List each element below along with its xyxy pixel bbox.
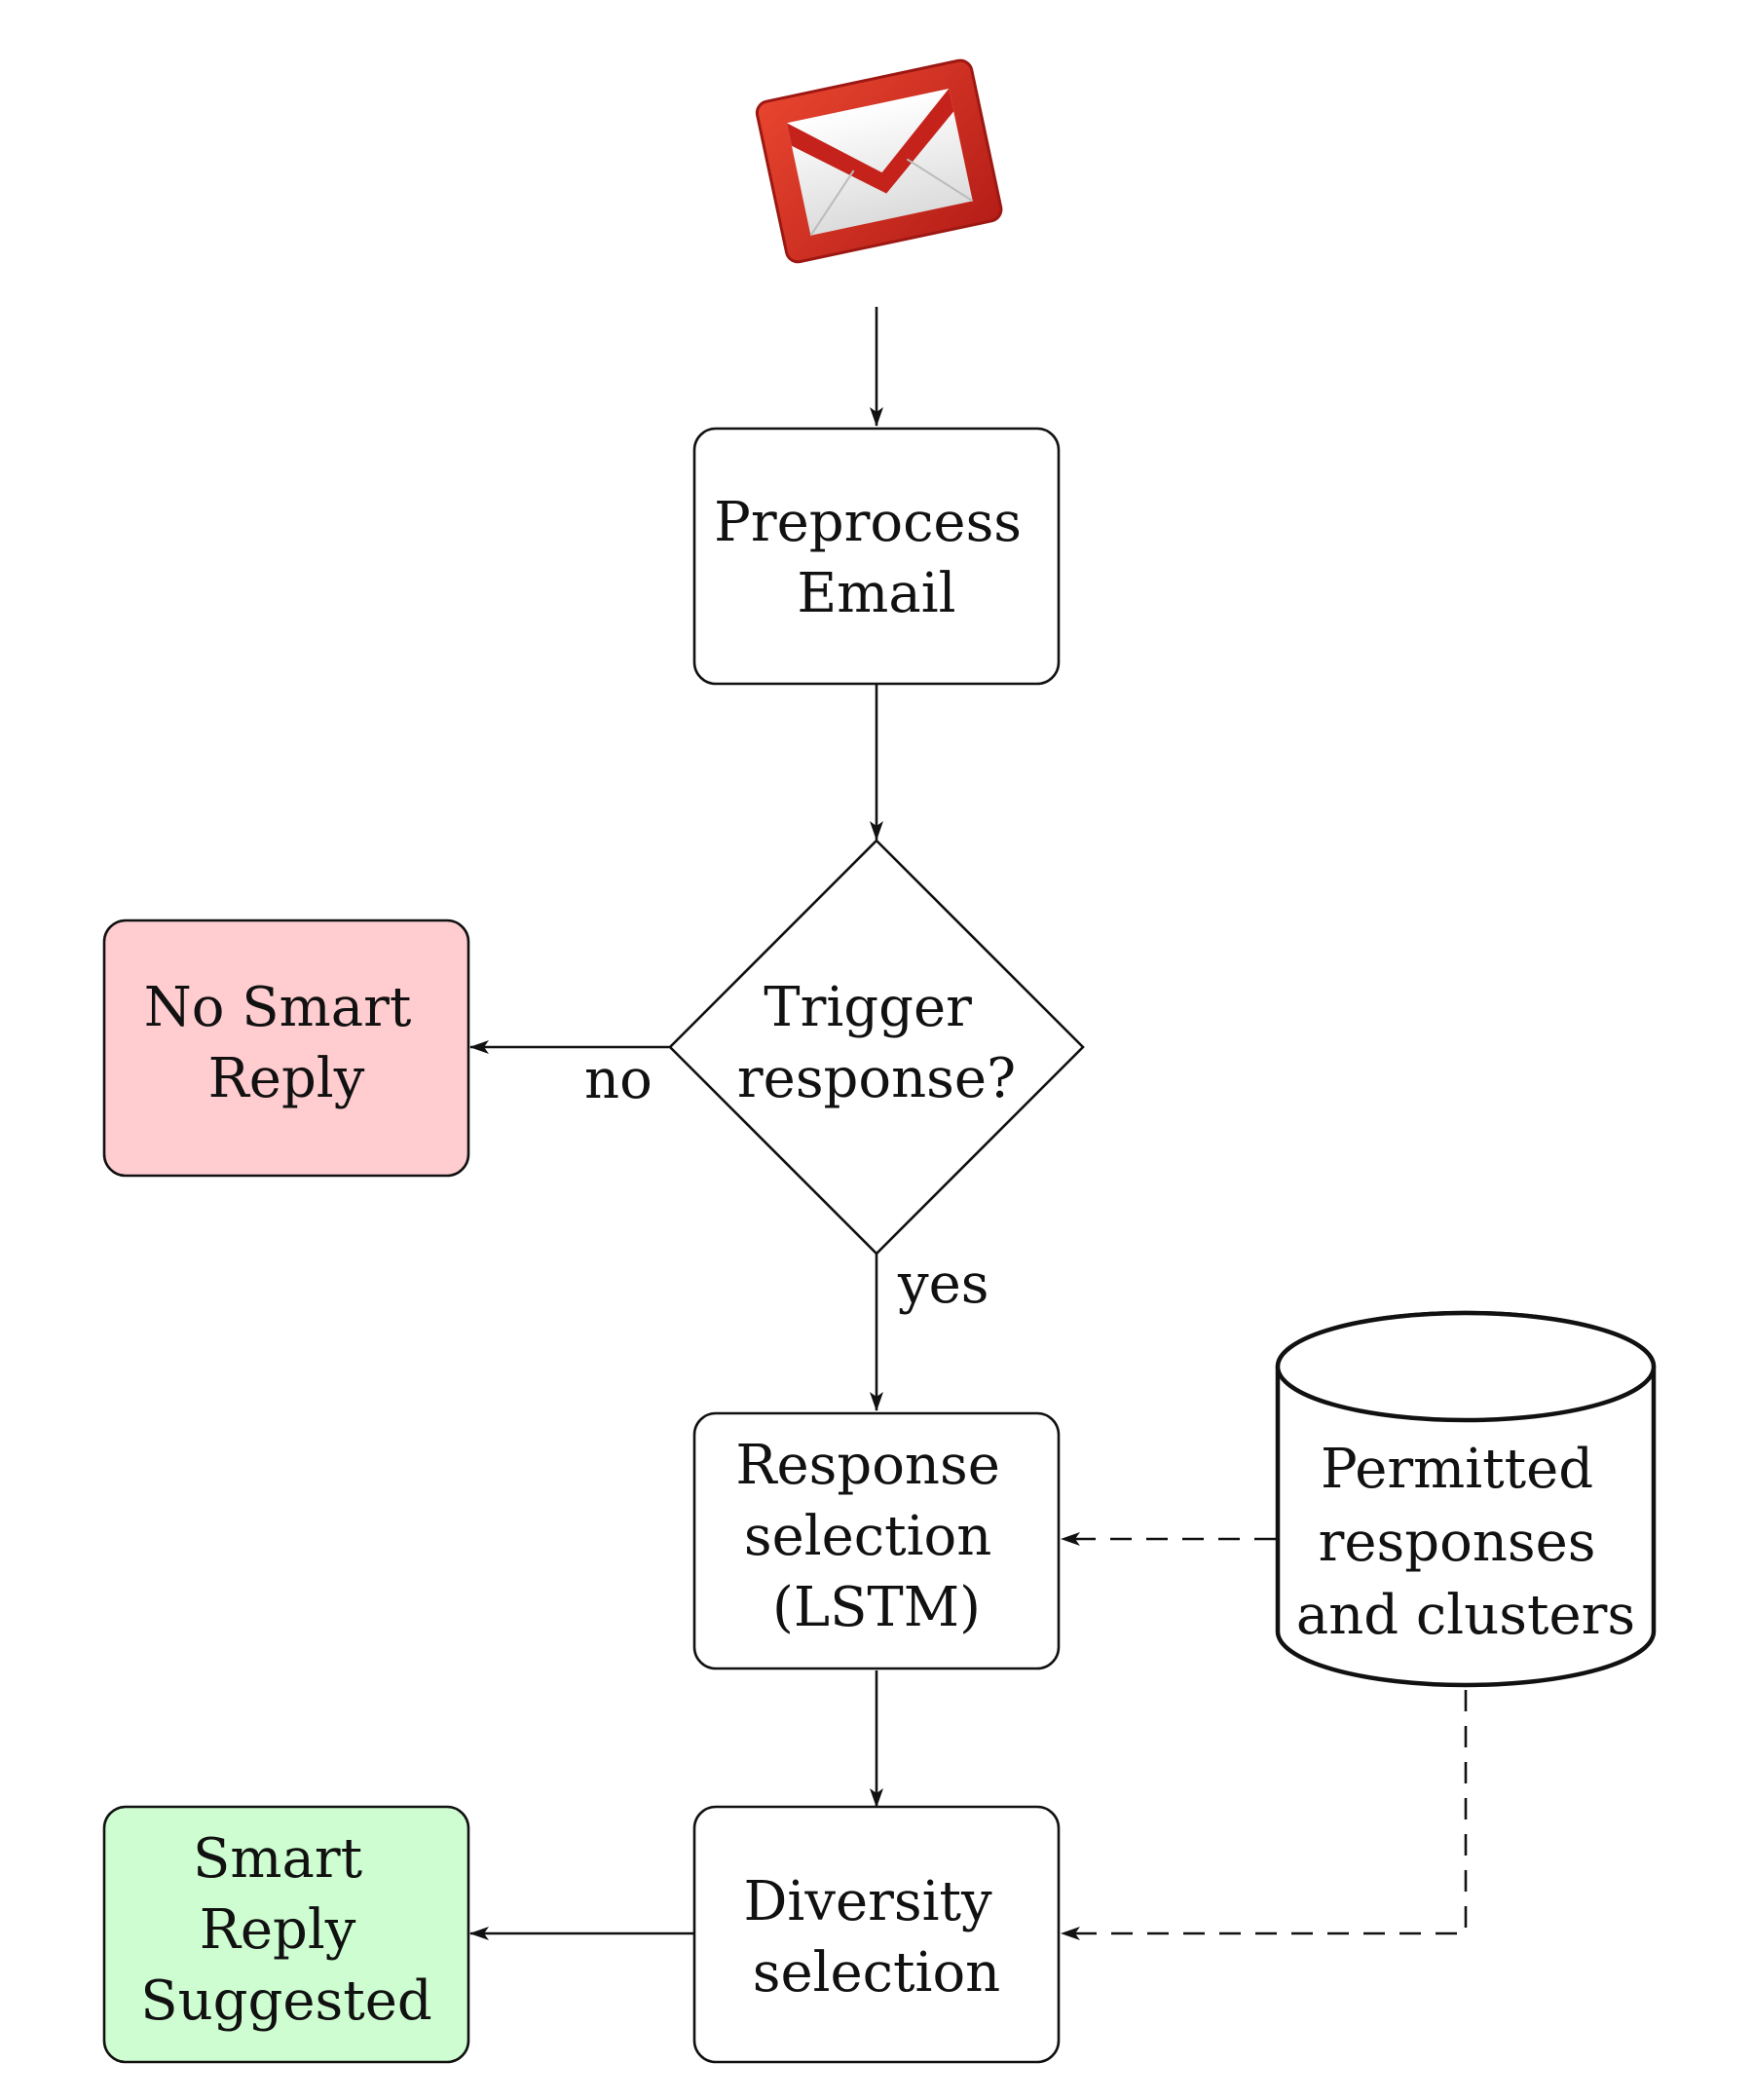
node-smart-reply-suggested: Smart Reply Suggested bbox=[102, 1805, 470, 2064]
node-no-smart-reply: No Smart Reply bbox=[102, 919, 470, 1178]
node-preprocess-line-2: Email bbox=[797, 562, 955, 625]
node-diversity-line-2: selection bbox=[753, 1941, 1001, 2005]
node-response-line-1: Response bbox=[735, 1434, 1000, 1497]
node-trigger-line-2: response? bbox=[737, 1047, 1016, 1110]
edge-label-yes: yes bbox=[897, 1253, 989, 1316]
svg-text:Preprocess Email: Preprocess Email bbox=[714, 491, 1039, 625]
node-smart-reply-suggested-box bbox=[102, 1805, 470, 2064]
node-permitted-responses-database: Permitted responses and clusters bbox=[1275, 1310, 1657, 1688]
node-diversity-selection: Diversity selection bbox=[692, 1805, 1061, 2064]
node-preprocess-email-box bbox=[692, 427, 1061, 686]
svg-text:Trigger response?: Trigger response? bbox=[737, 976, 1016, 1110]
svg-text:Smart Reply Sugges: Smart Reply Suggested bbox=[140, 1827, 432, 2033]
svg-text:No Smart Reply: No Smart Reply bbox=[144, 976, 429, 1110]
node-response-line-3: (LSTM) bbox=[772, 1576, 981, 1639]
node-permitted-cylinder-top bbox=[1275, 1310, 1657, 1423]
node-preprocess-email: Preprocess Email bbox=[692, 427, 1061, 686]
node-trigger-response-diamond bbox=[668, 839, 1085, 1256]
node-suggested-line-2: Reply bbox=[200, 1898, 356, 1962]
node-no-smart-reply-box bbox=[102, 919, 470, 1178]
svg-text:Response selection: Response selection (LSTM) bbox=[735, 1434, 1017, 1639]
svg-text:Permitted responses: Permitted responses and clusters bbox=[1296, 1438, 1635, 1647]
node-no-reply-line-1: No Smart bbox=[144, 976, 412, 1039]
svg-text:Diversity selection: Diversity selection bbox=[744, 1870, 1010, 2005]
node-diversity-selection-box bbox=[692, 1805, 1061, 2064]
node-permitted-line-1: Permitted bbox=[1321, 1438, 1593, 1501]
node-response-line-2: selection bbox=[744, 1505, 992, 1568]
node-diversity-line-1: Diversity bbox=[744, 1870, 993, 1933]
node-suggested-line-3: Suggested bbox=[140, 1969, 432, 2033]
node-trigger-line-1: Trigger bbox=[764, 976, 972, 1039]
node-no-reply-line-2: Reply bbox=[208, 1047, 365, 1110]
node-permitted-line-2: responses bbox=[1319, 1511, 1596, 1574]
node-trigger-response: Trigger response? bbox=[668, 839, 1085, 1256]
node-preprocess-line-1: Preprocess bbox=[714, 491, 1022, 554]
node-response-selection-box bbox=[692, 1411, 1061, 1670]
node-suggested-line-1: Smart bbox=[193, 1827, 363, 1891]
node-response-selection: Response selection (LSTM) bbox=[692, 1411, 1061, 1670]
node-permitted-line-3: and clusters bbox=[1296, 1584, 1635, 1647]
gmail-envelope-icon bbox=[755, 58, 1003, 264]
edge-permitted-to-diversity bbox=[1061, 1690, 1468, 1940]
edge-label-no: no bbox=[584, 1048, 653, 1111]
